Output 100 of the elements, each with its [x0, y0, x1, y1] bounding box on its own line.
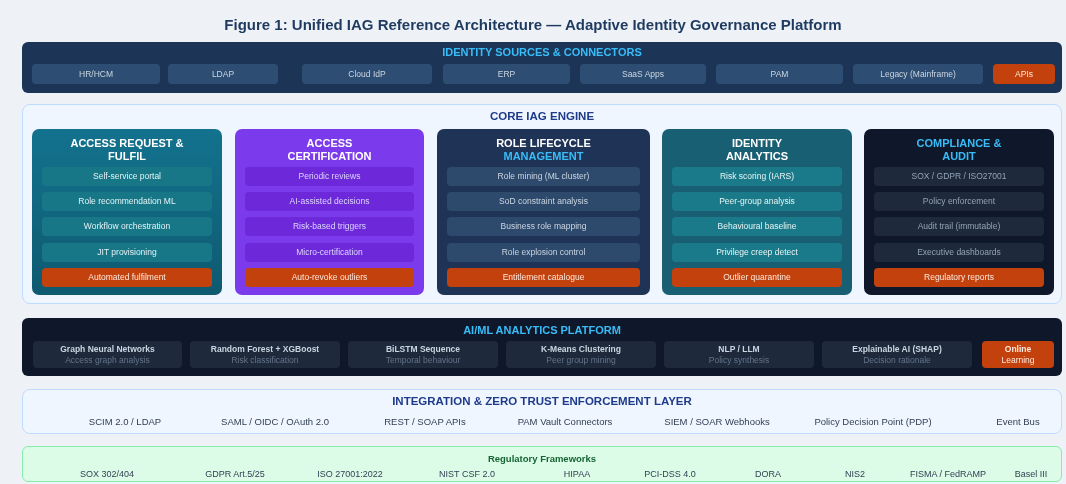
action-chip — [245, 267, 414, 287]
chip-label: Risk scoring (IARS) — [719, 171, 795, 182]
layer-item-label: HIPAA — [563, 469, 591, 479]
action-chip — [672, 267, 842, 287]
layer-title: INTEGRATION & ZERO TRUST ENFORCEMENT LAYER — [391, 395, 693, 407]
layer-item-label: SOX 302/404 — [80, 469, 134, 479]
chip-label: HR/HCM — [79, 68, 113, 80]
module-card — [864, 129, 1054, 295]
action-chip — [42, 267, 212, 287]
chip-label: Policy enforcement — [922, 196, 996, 208]
layer-item-label: Event Bus — [996, 415, 1040, 427]
module-title: COMPLIANCE & AUDIT — [915, 137, 1003, 163]
chip-subtitle: Risk classification — [231, 354, 299, 366]
chip-label: SOX / GDPR / ISO27001 — [911, 171, 1007, 182]
feature-chip — [672, 217, 842, 237]
chip-label: ERP — [497, 68, 516, 80]
source-chip — [443, 64, 570, 84]
chip-label: Risk-based triggers — [292, 221, 367, 233]
layer-item-label: Policy Decision Point (PDP) — [814, 415, 932, 427]
chip-label: Automated fulfilment — [88, 271, 166, 283]
feature-chip — [672, 167, 842, 186]
module-card — [235, 129, 424, 295]
chip-label: Workflow orchestration — [83, 221, 171, 233]
layer-title: Regulatory Frameworks — [486, 453, 598, 464]
layer-panel — [22, 389, 1062, 434]
chip-label: Cloud IdP — [348, 68, 386, 80]
chip-subtitle: Decision rationale — [863, 354, 931, 366]
model-chip — [982, 341, 1054, 368]
chip-subtitle: Temporal behaviour — [385, 354, 461, 366]
layer-title: IDENTITY SOURCES & CONNECTORS — [441, 46, 643, 58]
chip-label: Entitlement catalogue — [502, 271, 585, 283]
layer-item-label: PCI-DSS 4.0 — [644, 469, 696, 479]
chip-label: Role explosion control — [501, 246, 586, 258]
module-card — [32, 129, 222, 295]
chip-label: SaaS Apps — [621, 68, 665, 80]
chip-label: Outlier quarantine — [723, 271, 791, 283]
module-title: IDENTITY ANALYTICS — [725, 137, 789, 163]
chip-subtitle: Access graph analysis — [65, 354, 150, 366]
layer-item-label: NIS2 — [845, 469, 865, 479]
chip-label: PAM — [770, 68, 789, 80]
chip-label: LDAP — [211, 68, 235, 80]
chip-label: Peer-group analysis — [719, 196, 795, 208]
chip-label: Legacy (Mainframe) — [880, 68, 956, 80]
figure-title: Figure 1: Unified IAG Reference Architecture — Adaptive Identity Governance Platform — [223, 16, 843, 33]
chip-label: Online — [1004, 343, 1032, 355]
chip-label: K-Means Clustering — [541, 343, 621, 355]
layer-item-label: SAML / OIDC / OAuth 2.0 — [221, 415, 329, 427]
chip-label: Self-service portal — [93, 171, 161, 182]
module-title: ACCESS REQUEST & FULFIL — [69, 137, 185, 163]
chip-label: APIs — [1015, 68, 1033, 80]
chip-label: Role mining (ML cluster) — [497, 171, 590, 182]
chip-label: Business role mapping — [500, 221, 587, 233]
layer-item-label: SCIM 2.0 / LDAP — [88, 415, 162, 427]
action-chip — [993, 64, 1055, 84]
layer-item-label: Basel III — [1014, 469, 1048, 479]
source-chip — [168, 64, 278, 84]
layer-item-label: FISMA / FedRAMP — [910, 469, 986, 479]
feature-chip — [672, 242, 842, 262]
module-title: ROLE LIFECYCLE — [495, 137, 592, 150]
chip-label: Audit trail (immutable) — [917, 221, 1001, 233]
layer-panel — [22, 104, 1062, 304]
chip-label: Explainable AI (SHAP) — [852, 343, 942, 355]
chip-subtitle: Policy synthesis — [708, 354, 770, 366]
layer-item-label: DORA — [755, 469, 781, 479]
layer-item-label: NIST CSF 2.0 — [439, 469, 495, 479]
module-title: ACCESS CERTIFICATION — [286, 137, 373, 163]
layer-panel — [22, 318, 1062, 376]
action-chip — [447, 267, 640, 287]
layer-item-label: PAM Vault Connectors — [517, 415, 613, 427]
chip-label: Executive dashboards — [917, 246, 1001, 258]
module-card — [437, 129, 650, 295]
feature-chip — [42, 242, 212, 262]
layer-panel — [22, 42, 1062, 93]
chip-label: Regulatory reports — [924, 271, 994, 283]
layer-item-label: ISO 27001:2022 — [317, 469, 383, 479]
chip-label: Auto-revoke outliers — [291, 271, 368, 283]
module-card — [662, 129, 852, 295]
chip-label: Behavioural baseline — [717, 221, 797, 233]
chip-label: Privilege creep detect — [716, 246, 798, 258]
chip-label: SoD constraint analysis — [499, 196, 588, 208]
source-chip — [853, 64, 983, 84]
chip-label: NLP / LLM — [718, 343, 760, 355]
layer-panel — [22, 446, 1062, 482]
chip-label: JIT provisioning — [97, 246, 157, 258]
chip-label: Random Forest + XGBoost — [210, 343, 320, 355]
layer-title: AI/ML ANALYTICS PLATFORM — [462, 324, 622, 336]
chip-label: Graph Neural Networks — [60, 343, 155, 355]
layer-item-label: SIEM / SOAR Webhooks — [664, 415, 770, 427]
chip-label: Role recommendation ML — [78, 196, 176, 208]
chip-subtitle: Learning — [1001, 354, 1035, 366]
module-title: MANAGEMENT — [502, 150, 585, 163]
layer-item-label: REST / SOAP APIs — [384, 415, 466, 427]
chip-label: Micro-certification — [296, 246, 363, 258]
source-chip — [32, 64, 160, 84]
layer-title: CORE IAG ENGINE — [488, 110, 596, 122]
layer-item-label: GDPR Art.5/25 — [205, 469, 265, 479]
source-chip — [716, 64, 843, 84]
chip-label: BiLSTM Sequence — [385, 343, 461, 355]
action-chip — [874, 267, 1044, 287]
source-chip — [302, 64, 432, 84]
